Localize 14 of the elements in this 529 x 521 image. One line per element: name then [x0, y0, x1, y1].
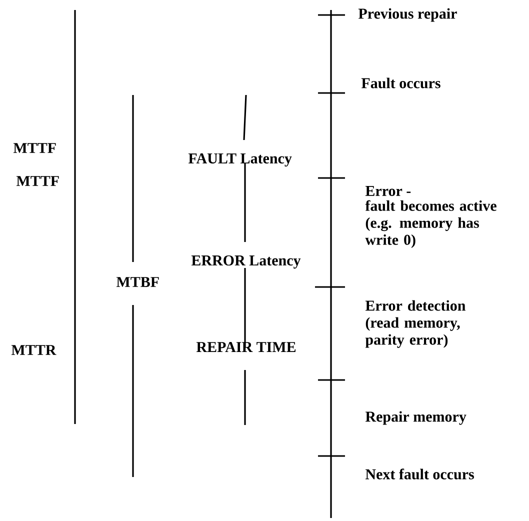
- interval-label: MTTF: [13, 143, 56, 153]
- interval-label: FAULT Latency: [188, 153, 292, 167]
- event-label: Fault occurs: [361, 78, 440, 88]
- event-label: Repair memory: [365, 411, 466, 425]
- interval-label: ERROR Latency: [191, 255, 301, 269]
- event-label: fault becomes active (e.g. memory has write 0): [365, 200, 496, 248]
- interval-label: MTBF: [116, 277, 159, 287]
- event-label: Error -: [365, 186, 411, 196]
- event-label: Previous repair: [358, 8, 457, 22]
- event-label: Error detection (read memory, parity error): [365, 300, 466, 348]
- interval-label: MTTF: [16, 176, 59, 186]
- interval-label: MTTR: [11, 345, 56, 355]
- interval-label: REPAIR TIME: [196, 342, 296, 352]
- event-label: Next fault occurs: [366, 468, 474, 480]
